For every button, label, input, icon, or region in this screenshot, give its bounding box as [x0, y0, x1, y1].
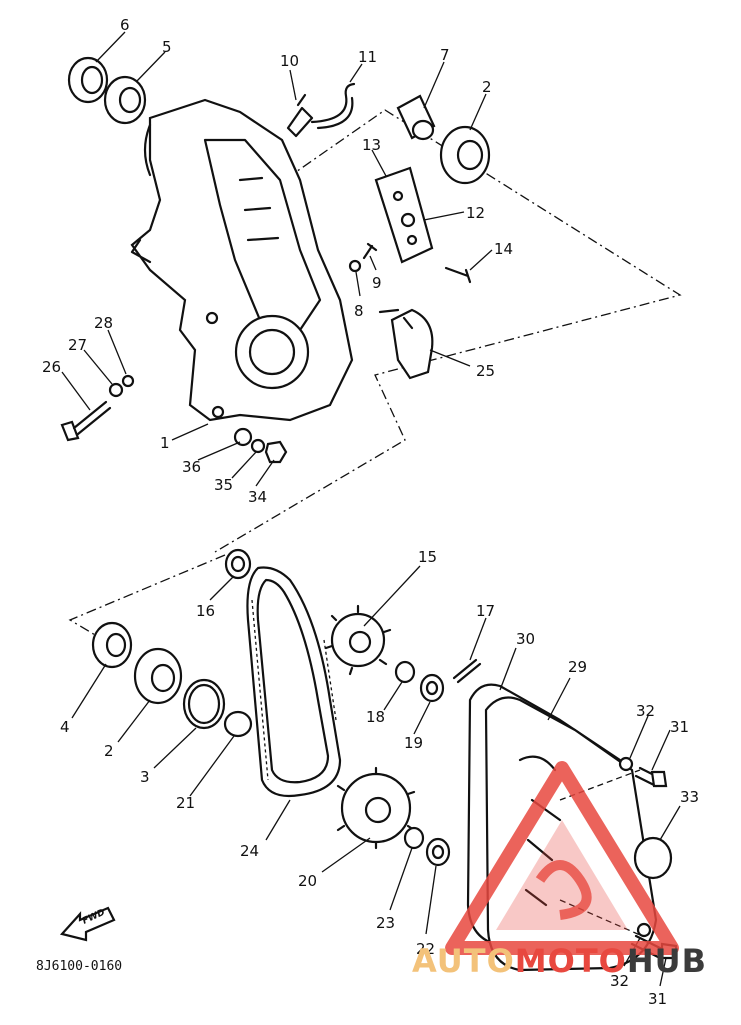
- drive-chain-24: [246, 566, 342, 798]
- callout-22: 22: [416, 940, 435, 958]
- washer-8: [348, 259, 362, 273]
- callout-6: 6: [120, 16, 130, 34]
- callout-33: 33: [680, 788, 699, 806]
- bearing-2-lower: [133, 647, 183, 705]
- callout-5: 5: [162, 38, 172, 56]
- chain-case-housing: [130, 98, 354, 422]
- washer-23: [403, 826, 425, 850]
- collar-7: [396, 94, 436, 141]
- breather-fitting-10: [286, 93, 314, 138]
- automotohub-watermark-logo: [445, 761, 679, 955]
- callout-31-lower: 31: [648, 990, 667, 1008]
- callout-13: 13: [362, 136, 381, 154]
- washer-35: [250, 438, 266, 454]
- forward-direction-arrow: FWD: [59, 906, 116, 942]
- nut-34: [264, 440, 288, 464]
- callout-29: 29: [568, 658, 587, 676]
- cotter-pin-17: [452, 658, 482, 684]
- callout-14: 14: [494, 240, 513, 258]
- reference-line-upper: [214, 109, 682, 553]
- nut-22: [425, 837, 451, 867]
- watermark-text: AUTOMOTOHUB: [412, 942, 707, 980]
- callout-25: 25: [476, 362, 495, 380]
- watermark-hub: HUB: [627, 942, 707, 980]
- callout-19: 19: [404, 734, 423, 752]
- callout-10: 10: [280, 52, 299, 70]
- nut-19: [419, 673, 445, 703]
- callout-12: 12: [466, 204, 485, 222]
- callout-28: 28: [94, 314, 113, 332]
- callout-7: 7: [440, 46, 450, 64]
- callout-36: 36: [182, 458, 201, 476]
- callout-20: 20: [298, 872, 317, 890]
- collar-21: [223, 710, 253, 738]
- callout-18: 18: [366, 708, 385, 726]
- callout-16: 16: [196, 602, 215, 620]
- washer-18: [394, 660, 416, 684]
- callout-2-lower: 2: [104, 742, 114, 760]
- callout-3: 3: [140, 768, 150, 786]
- screw-14: [444, 266, 472, 284]
- washer-32-lower: [636, 922, 652, 938]
- breather-hose-11: [310, 82, 356, 124]
- bearing-5: [103, 75, 147, 125]
- callout-24: 24: [240, 842, 259, 860]
- callout-35: 35: [214, 476, 233, 494]
- watermark-auto: AUTO: [412, 942, 515, 980]
- callout-1: 1: [160, 434, 170, 452]
- callout-15: 15: [418, 548, 437, 566]
- callout-31-upper: 31: [670, 718, 689, 736]
- oil-seal-6: [67, 56, 109, 104]
- callout-32-lower: 32: [610, 972, 629, 990]
- watermark-moto: MOTO: [515, 942, 627, 980]
- circlip-3: [182, 678, 226, 730]
- callout-8: 8: [354, 302, 364, 320]
- chain-guide-25: [378, 308, 434, 380]
- callout-26: 26: [42, 358, 61, 376]
- washer-32-upper: [618, 756, 634, 772]
- diagram-code: 8J6100-0160: [36, 959, 122, 974]
- callout-34: 34: [248, 488, 267, 506]
- callout-17: 17: [476, 602, 495, 620]
- bearing-2-upper: [439, 125, 491, 185]
- callout-11: 11: [358, 48, 377, 66]
- driven-sprocket-20: [336, 766, 416, 850]
- callout-numbers: 6 5 10 11 7 2 13 12 14 9 8 25 28 27 26 1…: [42, 16, 699, 1008]
- callout-4: 4: [60, 718, 70, 736]
- callout-27: 27: [68, 336, 87, 354]
- washer-27: [108, 382, 124, 398]
- callout-21: 21: [176, 794, 195, 812]
- watermark-triangle: [445, 761, 679, 955]
- plug-33: [633, 836, 673, 880]
- bolt-26: [60, 400, 112, 442]
- callout-9: 9: [372, 274, 382, 292]
- reference-line-lower: [68, 554, 226, 646]
- callout-30: 30: [516, 630, 535, 648]
- drive-sprocket-15: [324, 604, 392, 676]
- callout-32-upper: 32: [636, 702, 655, 720]
- callout-leaders: [61, 31, 681, 987]
- bolt-31-upper: [634, 766, 668, 788]
- bolt-9: [362, 242, 378, 260]
- callout-23: 23: [376, 914, 395, 932]
- washer-36: [233, 427, 253, 447]
- bushing-16: [224, 548, 252, 580]
- oil-seal-4: [91, 621, 133, 669]
- callout-2-upper: 2: [482, 78, 492, 96]
- tensioner-plate-12: [374, 166, 434, 264]
- washer-28: [121, 374, 135, 388]
